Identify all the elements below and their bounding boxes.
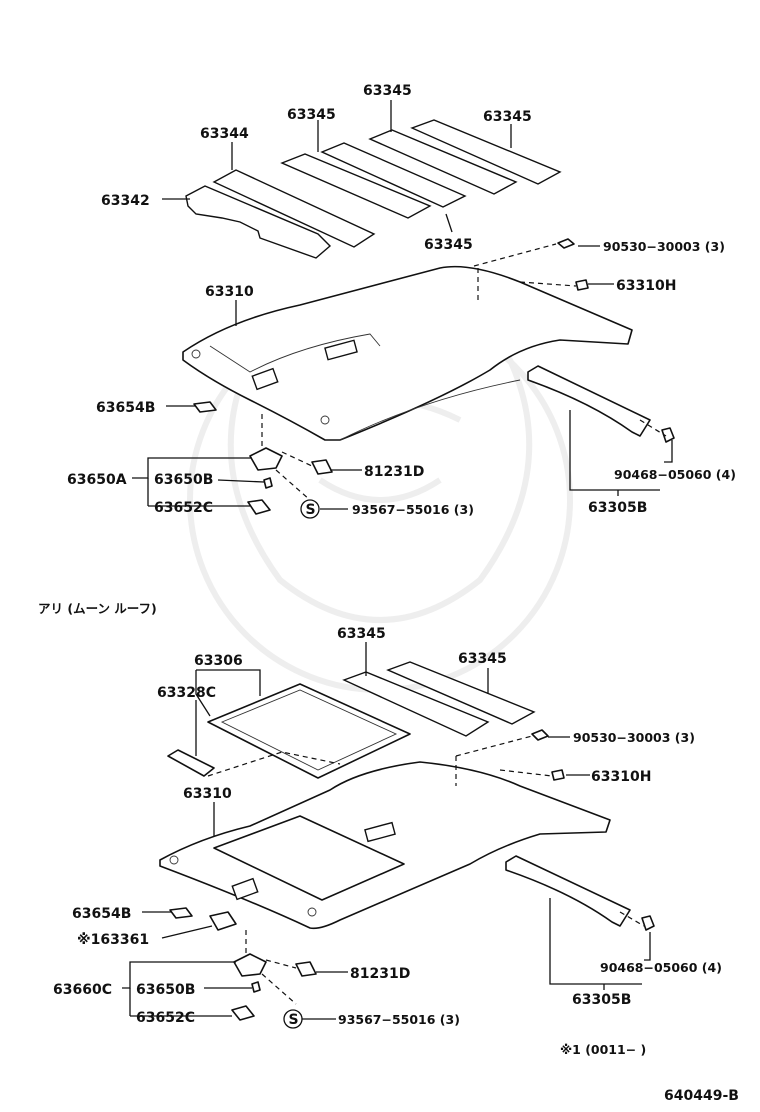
switch-63361 <box>209 911 237 931</box>
label-63654B: 63654B <box>96 400 155 416</box>
label-63310: 63310 <box>205 284 254 300</box>
label-63650B: 63650B <box>154 472 213 488</box>
clip-90530 <box>557 238 575 249</box>
section-b-heading: アリ (ムーン ルーフ) <box>38 601 157 616</box>
lens-63652C <box>247 499 271 515</box>
label-63345-b1: 63345 <box>337 626 386 642</box>
headliner-63310 <box>182 265 633 441</box>
bolt-63310H <box>575 279 589 291</box>
bulb-63650B <box>263 477 273 489</box>
footnote: ※1 (0011− ) <box>560 1042 646 1057</box>
label-90530-b: 90530−30003 (3) <box>573 730 695 745</box>
diagram-id: 640449-B <box>664 1088 739 1104</box>
label-90468-b: 90468−05060 (4) <box>600 960 722 975</box>
label-63652C: 63652C <box>154 500 213 516</box>
label-63310H-b: 63310H <box>591 769 651 785</box>
lamp-63650A <box>249 447 283 471</box>
label-63345-bottom: 63345 <box>424 237 473 253</box>
lamp-63660C <box>233 953 267 977</box>
label-63345-b2: 63345 <box>458 651 507 667</box>
label-63344: 63344 <box>200 126 249 142</box>
label-63654B-b: 63654B <box>72 906 131 922</box>
sunroof-opening <box>213 815 405 901</box>
screw-90468 <box>661 427 675 443</box>
label-63660C: 63660C <box>53 982 112 998</box>
pad-63344 <box>212 169 376 248</box>
bolt-63310H-b <box>551 769 565 781</box>
label-93567-b: 93567−55016 (3) <box>338 1012 460 1027</box>
label-63305B-b: 63305B <box>572 992 631 1008</box>
bulb-63650B-b <box>251 981 261 993</box>
pad-63345-c <box>368 129 518 195</box>
label-63310H: 63310H <box>616 278 676 294</box>
label-90530: 90530−30003 (3) <box>603 239 725 254</box>
screw-90468-b <box>641 915 655 931</box>
label-63306: 63306 <box>194 653 243 669</box>
label-63328C: 63328C <box>157 685 216 701</box>
trim-63306 <box>207 683 411 779</box>
label-81231D-b: 81231D <box>350 966 410 982</box>
pad-63342 <box>185 185 332 259</box>
pad-63345-b2 <box>386 661 536 725</box>
label-63345-left: 63345 <box>287 107 336 123</box>
label-63361: ※163361 <box>77 932 149 948</box>
part-63328C <box>167 749 215 777</box>
rail-63305B <box>527 365 651 437</box>
pad-63654B-b <box>169 907 193 919</box>
label-63345-right: 63345 <box>483 109 532 125</box>
section-a-standard-roof: S 63345 63345 63345 63345 63344 63342 63… <box>67 83 736 519</box>
label-63650B-b: 63650B <box>136 982 195 998</box>
pad-63345-b <box>320 142 467 208</box>
label-63652C-b: 63652C <box>136 1010 195 1026</box>
section-b-moon-roof: アリ (ムーン ルーフ) <box>38 601 722 1057</box>
rail-63305B-b <box>505 855 631 927</box>
label-63305B: 63305B <box>588 500 647 516</box>
connector-81231D-b <box>295 961 317 977</box>
pad-63345-b1 <box>342 671 490 737</box>
clip-90530-b <box>531 729 549 741</box>
pad-63654B <box>193 401 217 413</box>
pad-63345-a <box>280 153 432 219</box>
s-symbol-b: S <box>289 1012 299 1028</box>
label-81231D: 81231D <box>364 464 424 480</box>
label-63342: 63342 <box>101 193 150 209</box>
connector-81231D <box>311 459 333 475</box>
pad-63345-d <box>410 119 562 185</box>
label-93567: 93567−55016 (3) <box>352 502 474 517</box>
label-63650A: 63650A <box>67 472 127 488</box>
label-63345-top: 63345 <box>363 83 412 99</box>
label-90468: 90468−05060 (4) <box>614 467 736 482</box>
lens-63652C-b <box>231 1005 255 1021</box>
label-63310-b: 63310 <box>183 786 232 802</box>
s-symbol-a: S <box>306 502 316 518</box>
headliner-63310-b <box>159 761 611 930</box>
